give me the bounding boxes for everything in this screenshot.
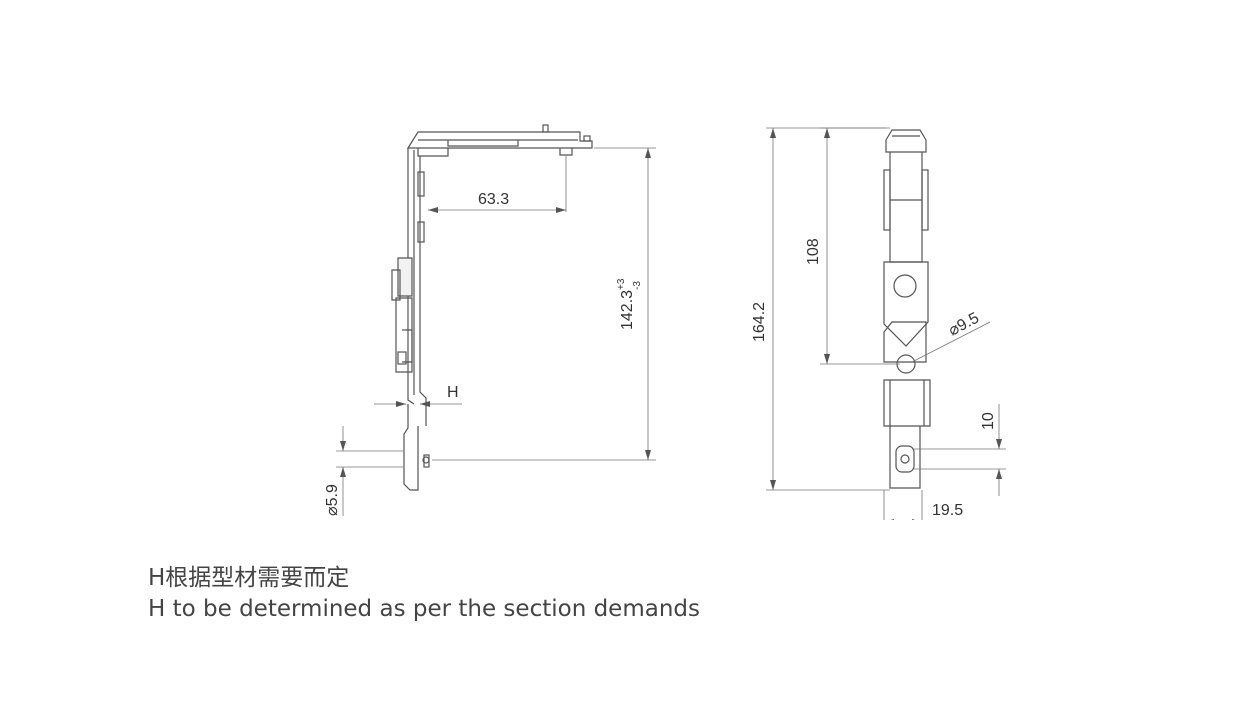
dim-19-5: 19.5 — [932, 502, 963, 519]
dim-164-2: 164.2 — [751, 302, 768, 342]
dim-142-3-tol-minus: -3 — [632, 281, 643, 290]
dim-10: 10 — [980, 412, 997, 430]
dim-h-label: H — [447, 384, 459, 401]
caption-chinese: H根据型材需要而定 — [148, 565, 350, 591]
dim-dia-5-9: ⌀5.9 — [324, 484, 341, 516]
technical-drawing: 63.3 142.3 +3 -3 H ⌀5.9 — [324, 124, 1006, 520]
side-view: 63.3 142.3 +3 -3 H ⌀5.9 — [324, 124, 656, 516]
dim-142-3: 142.3 — [619, 290, 636, 330]
caption-english: H to be determined as per the section de… — [148, 596, 700, 622]
front-view: 164.2 108 ⌀9.5 10 19.5 — [751, 127, 1006, 520]
dim-63-3: 63.3 — [478, 191, 509, 208]
dim-108: 108 — [805, 238, 822, 265]
dim-142-3-tol-plus: +3 — [616, 278, 627, 290]
